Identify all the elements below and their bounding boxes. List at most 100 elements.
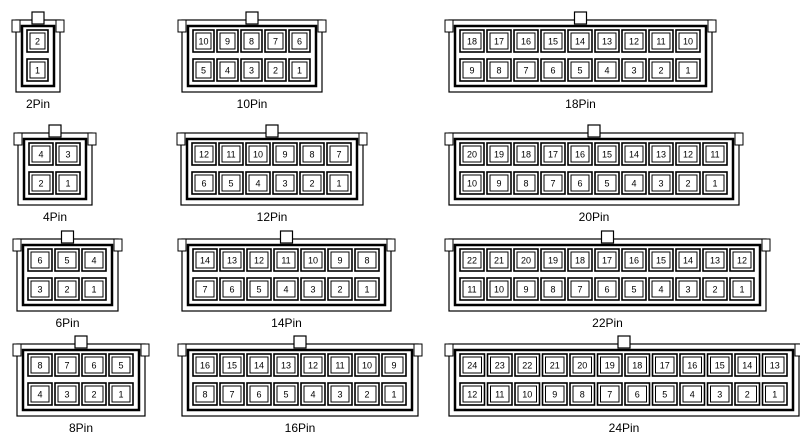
pin-number: 5 <box>118 361 123 371</box>
pin-number: 8 <box>249 37 254 47</box>
pin-number: 2 <box>685 179 690 189</box>
pin-number: 7 <box>336 150 341 160</box>
latch-tab <box>48 124 62 138</box>
pin-terminal <box>490 356 510 374</box>
pin-cavity-outline <box>327 277 353 301</box>
pin-cavity-outline <box>459 353 486 377</box>
pin-terminal <box>737 356 757 374</box>
pin-cavity-outline <box>192 353 218 377</box>
pin-number: 6 <box>256 390 261 400</box>
pin-cavity-outline <box>27 248 53 272</box>
pin-number: 5 <box>201 66 206 76</box>
pin-number: 12 <box>254 256 264 266</box>
pin-cavity-outline <box>245 142 271 166</box>
pin-terminal <box>545 356 565 374</box>
pin-cavity: 3 <box>675 277 701 301</box>
pin-number: 8 <box>523 179 528 189</box>
pin-cavity-outline <box>246 382 272 406</box>
pin-cavity: 2 <box>299 171 325 195</box>
pin-terminal <box>710 385 730 403</box>
latch-tab <box>293 335 307 349</box>
pin-cavity-outline <box>569 353 596 377</box>
pin-terminal <box>678 280 698 298</box>
pin-number: 5 <box>283 390 288 400</box>
pin-number: 6 <box>577 179 582 189</box>
pin-number: 4 <box>690 390 695 400</box>
pin-terminal <box>627 356 647 374</box>
pin-cavity-outline <box>594 277 620 301</box>
pin-cavity-outline <box>459 382 486 406</box>
pin-number: 9 <box>469 66 474 76</box>
pin-cavity-outline <box>264 29 287 53</box>
pin-terminal <box>597 174 617 192</box>
pin-terminal <box>489 280 509 298</box>
pin-terminal <box>543 251 563 269</box>
pin-terminal <box>651 174 671 192</box>
pin-cavity: 20 <box>569 353 596 377</box>
pin-number: 15 <box>715 361 725 371</box>
pin-terminal <box>624 174 644 192</box>
pin-terminal <box>651 145 671 163</box>
pin-number: 21 <box>550 361 560 371</box>
pin-terminal <box>682 356 702 374</box>
pin-number: 14 <box>742 361 752 371</box>
pin-cavity: 9 <box>216 29 239 53</box>
pin-cavity: 10 <box>192 29 215 53</box>
pin-number: 9 <box>552 390 557 400</box>
pin-cavity: 6 <box>27 248 53 272</box>
pin-cavity-outline <box>729 277 755 301</box>
pin-cavity: 1 <box>354 277 380 301</box>
connector-label: 14Pin <box>271 316 302 330</box>
pin-terminal <box>462 251 482 269</box>
pin-cavity: 2 <box>81 382 107 406</box>
pin-number: 3 <box>282 179 287 189</box>
pin-cavity: 3 <box>27 277 53 301</box>
pin-number: 4 <box>91 256 96 266</box>
pin-cavity: 20 <box>513 248 539 272</box>
pin-number: 11 <box>467 285 476 295</box>
pin-terminal <box>222 385 242 403</box>
pin-terminal <box>357 280 377 298</box>
pin-cavity-outline <box>621 29 647 53</box>
pin-number: 19 <box>548 256 558 266</box>
pin-number: 3 <box>64 390 69 400</box>
latch-tab <box>587 124 601 138</box>
pin-cavity: 13 <box>761 353 788 377</box>
pin-number: 4 <box>631 179 636 189</box>
pin-cavity-outline <box>486 58 512 82</box>
pin-cavity-outline <box>326 171 352 195</box>
pin-cavity: 9 <box>541 382 568 406</box>
latch-tab <box>617 335 631 349</box>
pin-cavity: 11 <box>273 248 299 272</box>
pin-cavity-outline <box>381 353 407 377</box>
left-ear <box>444 19 454 33</box>
pin-terminal <box>276 280 296 298</box>
pin-cavity-outline <box>540 248 566 272</box>
pin-number: 7 <box>577 285 582 295</box>
pin-cavity-outline <box>621 58 647 82</box>
pin-number: 1 <box>65 179 70 189</box>
pin-number: 13 <box>656 150 666 160</box>
pin-cavity-outline <box>540 171 566 195</box>
pin-number: 3 <box>37 285 42 295</box>
pin-cavity: 8 <box>540 277 566 301</box>
right-ear <box>87 132 97 146</box>
pin-cavity-outline <box>567 142 593 166</box>
pin-number: 10 <box>253 150 263 160</box>
pin-terminal <box>678 32 698 50</box>
pin-cavity-outline <box>675 171 701 195</box>
latch-tab <box>245 11 259 25</box>
pin-cavity-outline <box>567 277 593 301</box>
connector-inner-wall <box>21 348 141 412</box>
pin-cavity-outline <box>216 58 239 82</box>
pin-cavity-outline <box>459 142 485 166</box>
left-ear <box>444 343 454 357</box>
pin-cavity: 7 <box>54 353 80 377</box>
connector-label: 18Pin <box>565 97 596 111</box>
pin-cavity-outline <box>459 58 485 82</box>
pin-cavity-outline <box>288 58 311 82</box>
pin-cavity-outline <box>354 382 380 406</box>
pin-cavity: 3 <box>648 171 674 195</box>
pin-cavity: 3 <box>54 382 80 406</box>
